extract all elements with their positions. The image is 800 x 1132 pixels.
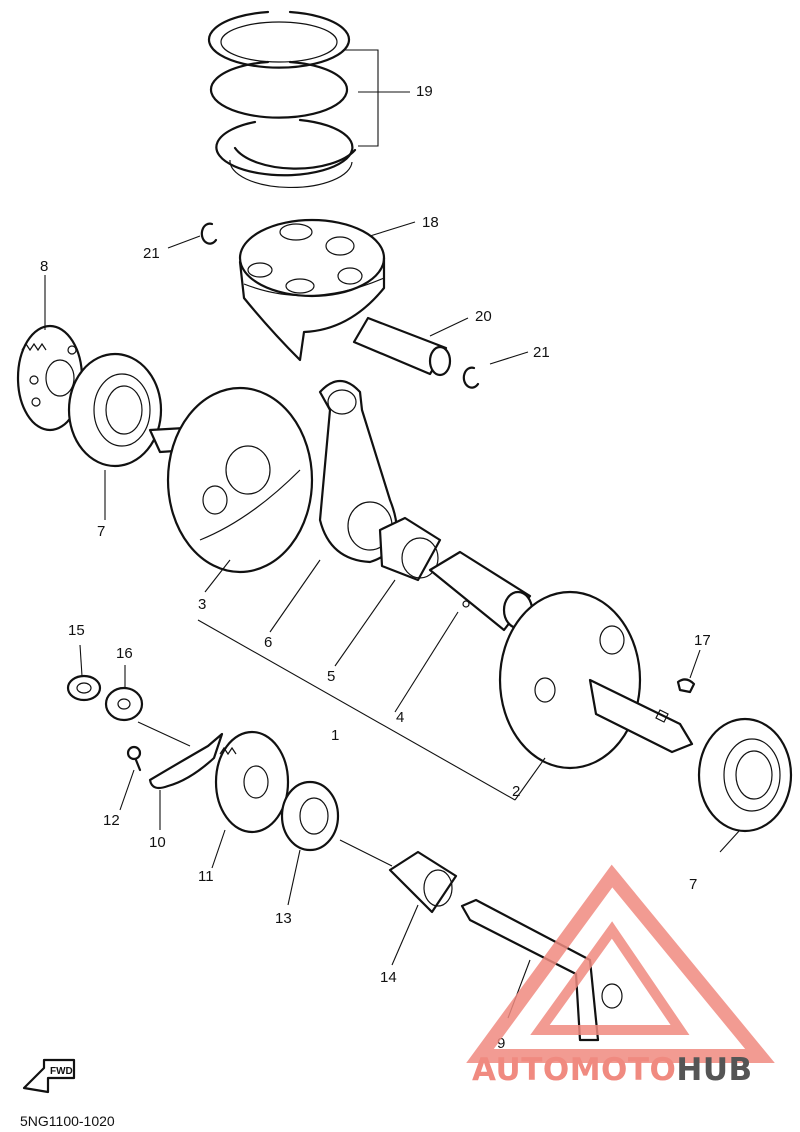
forward-arrow-icon: FWD <box>22 1058 76 1094</box>
nut <box>66 674 102 702</box>
callout-13: 13 <box>275 910 292 927</box>
callout-19: 19 <box>416 83 433 100</box>
callout-14: 14 <box>380 969 397 986</box>
callout-7-right: 7 <box>689 876 697 893</box>
watermark-text-part1: AUTOMOTO <box>472 1052 676 1088</box>
crank-bearing-left <box>67 352 163 468</box>
circlips <box>200 222 480 389</box>
crank-bearing-right <box>697 717 793 833</box>
callout-16: 16 <box>116 645 133 662</box>
callout-2: 2 <box>512 783 520 800</box>
callout-12: 12 <box>103 812 120 829</box>
callout-8: 8 <box>40 258 48 275</box>
callout-21-left: 21 <box>143 245 160 262</box>
callout-7-left: 7 <box>97 523 105 540</box>
balancer-needle-bearing <box>388 850 458 914</box>
balancer-plate <box>148 732 224 790</box>
screw <box>126 745 142 772</box>
timing-gear <box>16 324 84 432</box>
callout-3: 3 <box>198 596 206 613</box>
catalog-code: 5NG1100-1020 <box>20 1113 115 1129</box>
piston-pin <box>352 316 452 377</box>
watermark-text-part2: HUB <box>676 1052 752 1088</box>
crank-web-left <box>148 386 314 574</box>
fwd-label: FWD <box>50 1066 73 1077</box>
crank-web-right <box>498 590 694 770</box>
callout-6: 6 <box>264 634 272 651</box>
callout-10: 10 <box>149 834 166 851</box>
callout-5: 5 <box>327 668 335 685</box>
callout-labels: 1 2 3 4 5 6 7 7 8 9 10 11 12 13 14 15 16… <box>40 83 711 1052</box>
piston-rings <box>207 10 357 189</box>
big-end-bearing <box>378 516 442 582</box>
crank-pin <box>428 550 534 632</box>
callout-20: 20 <box>475 308 492 325</box>
woodruff-key <box>676 678 696 694</box>
callout-18: 18 <box>422 214 439 231</box>
callout-4: 4 <box>396 709 404 726</box>
watermark-text: AUTOMOTOHUB <box>472 1052 753 1088</box>
callout-15: 15 <box>68 622 85 639</box>
callout-9: 9 <box>497 1035 505 1052</box>
leader-lines <box>44 49 741 1019</box>
piston <box>238 218 386 362</box>
watermark-logo <box>466 864 775 1063</box>
callout-1: 1 <box>331 727 339 744</box>
balancer-bearing <box>280 780 340 852</box>
lock-washer <box>104 686 144 722</box>
callout-17: 17 <box>694 632 711 649</box>
balancer-drive-gear <box>214 730 290 834</box>
callout-21-right: 21 <box>533 344 550 361</box>
callout-11: 11 <box>198 868 214 885</box>
